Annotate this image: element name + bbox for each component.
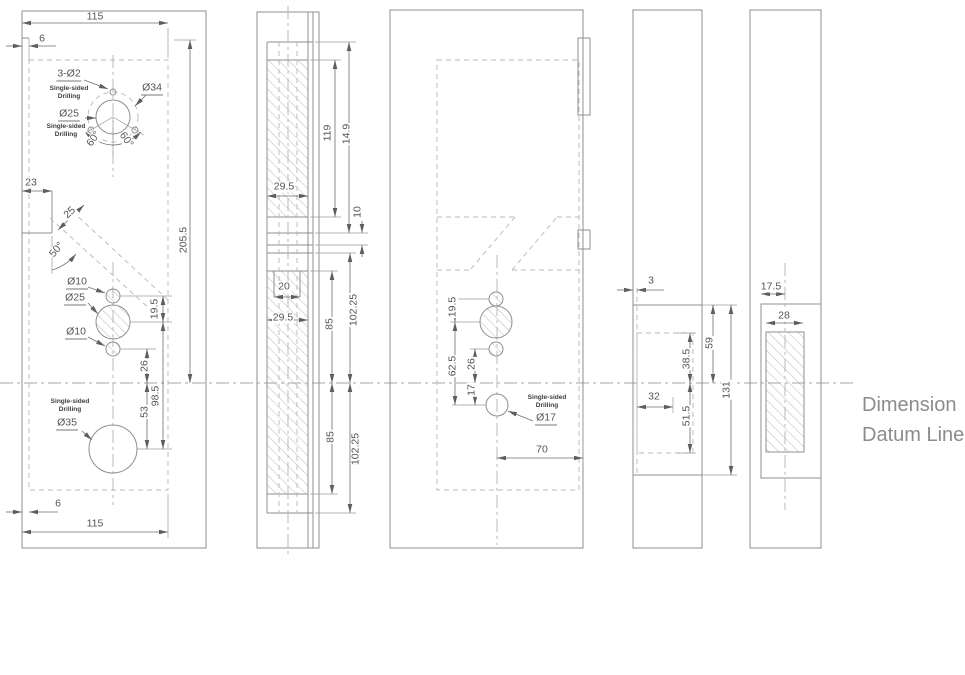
dim-85-lower: 85 bbox=[324, 430, 337, 444]
dia-label-35: Ø35 bbox=[56, 417, 78, 431]
dim-131: 131 bbox=[720, 380, 733, 400]
dim-slot-20: 20 bbox=[277, 280, 291, 293]
dim-wall-3: 3 bbox=[647, 274, 655, 287]
dim-height-205-5: 205.5 bbox=[177, 225, 190, 255]
dim-102-25-upper: 102.25 bbox=[347, 292, 360, 328]
dia-label-bolt-holes: 3-Ø2 bbox=[56, 68, 82, 82]
section-view bbox=[256, 6, 368, 554]
dim-back-70: 70 bbox=[535, 443, 549, 456]
dia-label-34: Ø34 bbox=[141, 82, 163, 96]
dim-width-top: 115 bbox=[85, 10, 105, 23]
dim-width-29-5-bottom: 29.5 bbox=[271, 311, 295, 324]
dim-17-5: 17.5 bbox=[759, 280, 783, 293]
dim-back-19-5: 19.5 bbox=[446, 295, 459, 319]
dim-edge-top: 6 bbox=[38, 32, 46, 45]
dia-label-10-lower: Ø10 bbox=[65, 326, 87, 340]
dim-32: 32 bbox=[647, 390, 661, 403]
dia-label-17: Ø17 bbox=[535, 412, 557, 426]
back-view bbox=[389, 9, 591, 549]
dim-53: 53 bbox=[138, 405, 151, 419]
dia-label-10-upper: Ø10 bbox=[66, 276, 88, 290]
dim-pocket-119: 119 bbox=[321, 123, 334, 143]
dim-total-14-9: 14.9 bbox=[340, 122, 353, 146]
dim-slot-23: 23 bbox=[24, 176, 38, 189]
dim-back-62-5: 62.5 bbox=[446, 354, 459, 378]
dim-edge-bottom: 6 bbox=[54, 497, 62, 510]
dim-38-5: 38.5 bbox=[680, 347, 693, 371]
dim-back-26: 26 bbox=[465, 357, 478, 371]
dim-98-5: 98.5 bbox=[149, 384, 162, 408]
front-view bbox=[6, 10, 207, 549]
dim-26: 26 bbox=[138, 359, 151, 373]
dim-gap-10: 10 bbox=[351, 205, 364, 219]
dia-label-25-mid: Ø25 bbox=[64, 292, 86, 306]
datum-note-line1: Dimension bbox=[862, 394, 957, 416]
dim-85-upper: 85 bbox=[323, 317, 336, 331]
datum-note: Dimension Datum Line bbox=[862, 390, 964, 450]
dim-19-5: 19.5 bbox=[148, 297, 161, 321]
dim-28: 28 bbox=[777, 309, 791, 322]
side-view bbox=[617, 9, 737, 549]
datum-note-line2: Datum Line bbox=[862, 424, 965, 446]
dim-back-17: 17 bbox=[465, 383, 478, 397]
dim-width-bottom: 115 bbox=[85, 517, 105, 530]
dim-102-25-lower: 102.25 bbox=[349, 431, 362, 467]
dia-label-25-top: Ø25 bbox=[58, 108, 80, 122]
end-view bbox=[749, 9, 822, 549]
dim-51-5: 51.5 bbox=[680, 404, 693, 428]
dim-width-29-5-top: 29.5 bbox=[272, 180, 296, 193]
dim-59: 59 bbox=[703, 336, 716, 350]
